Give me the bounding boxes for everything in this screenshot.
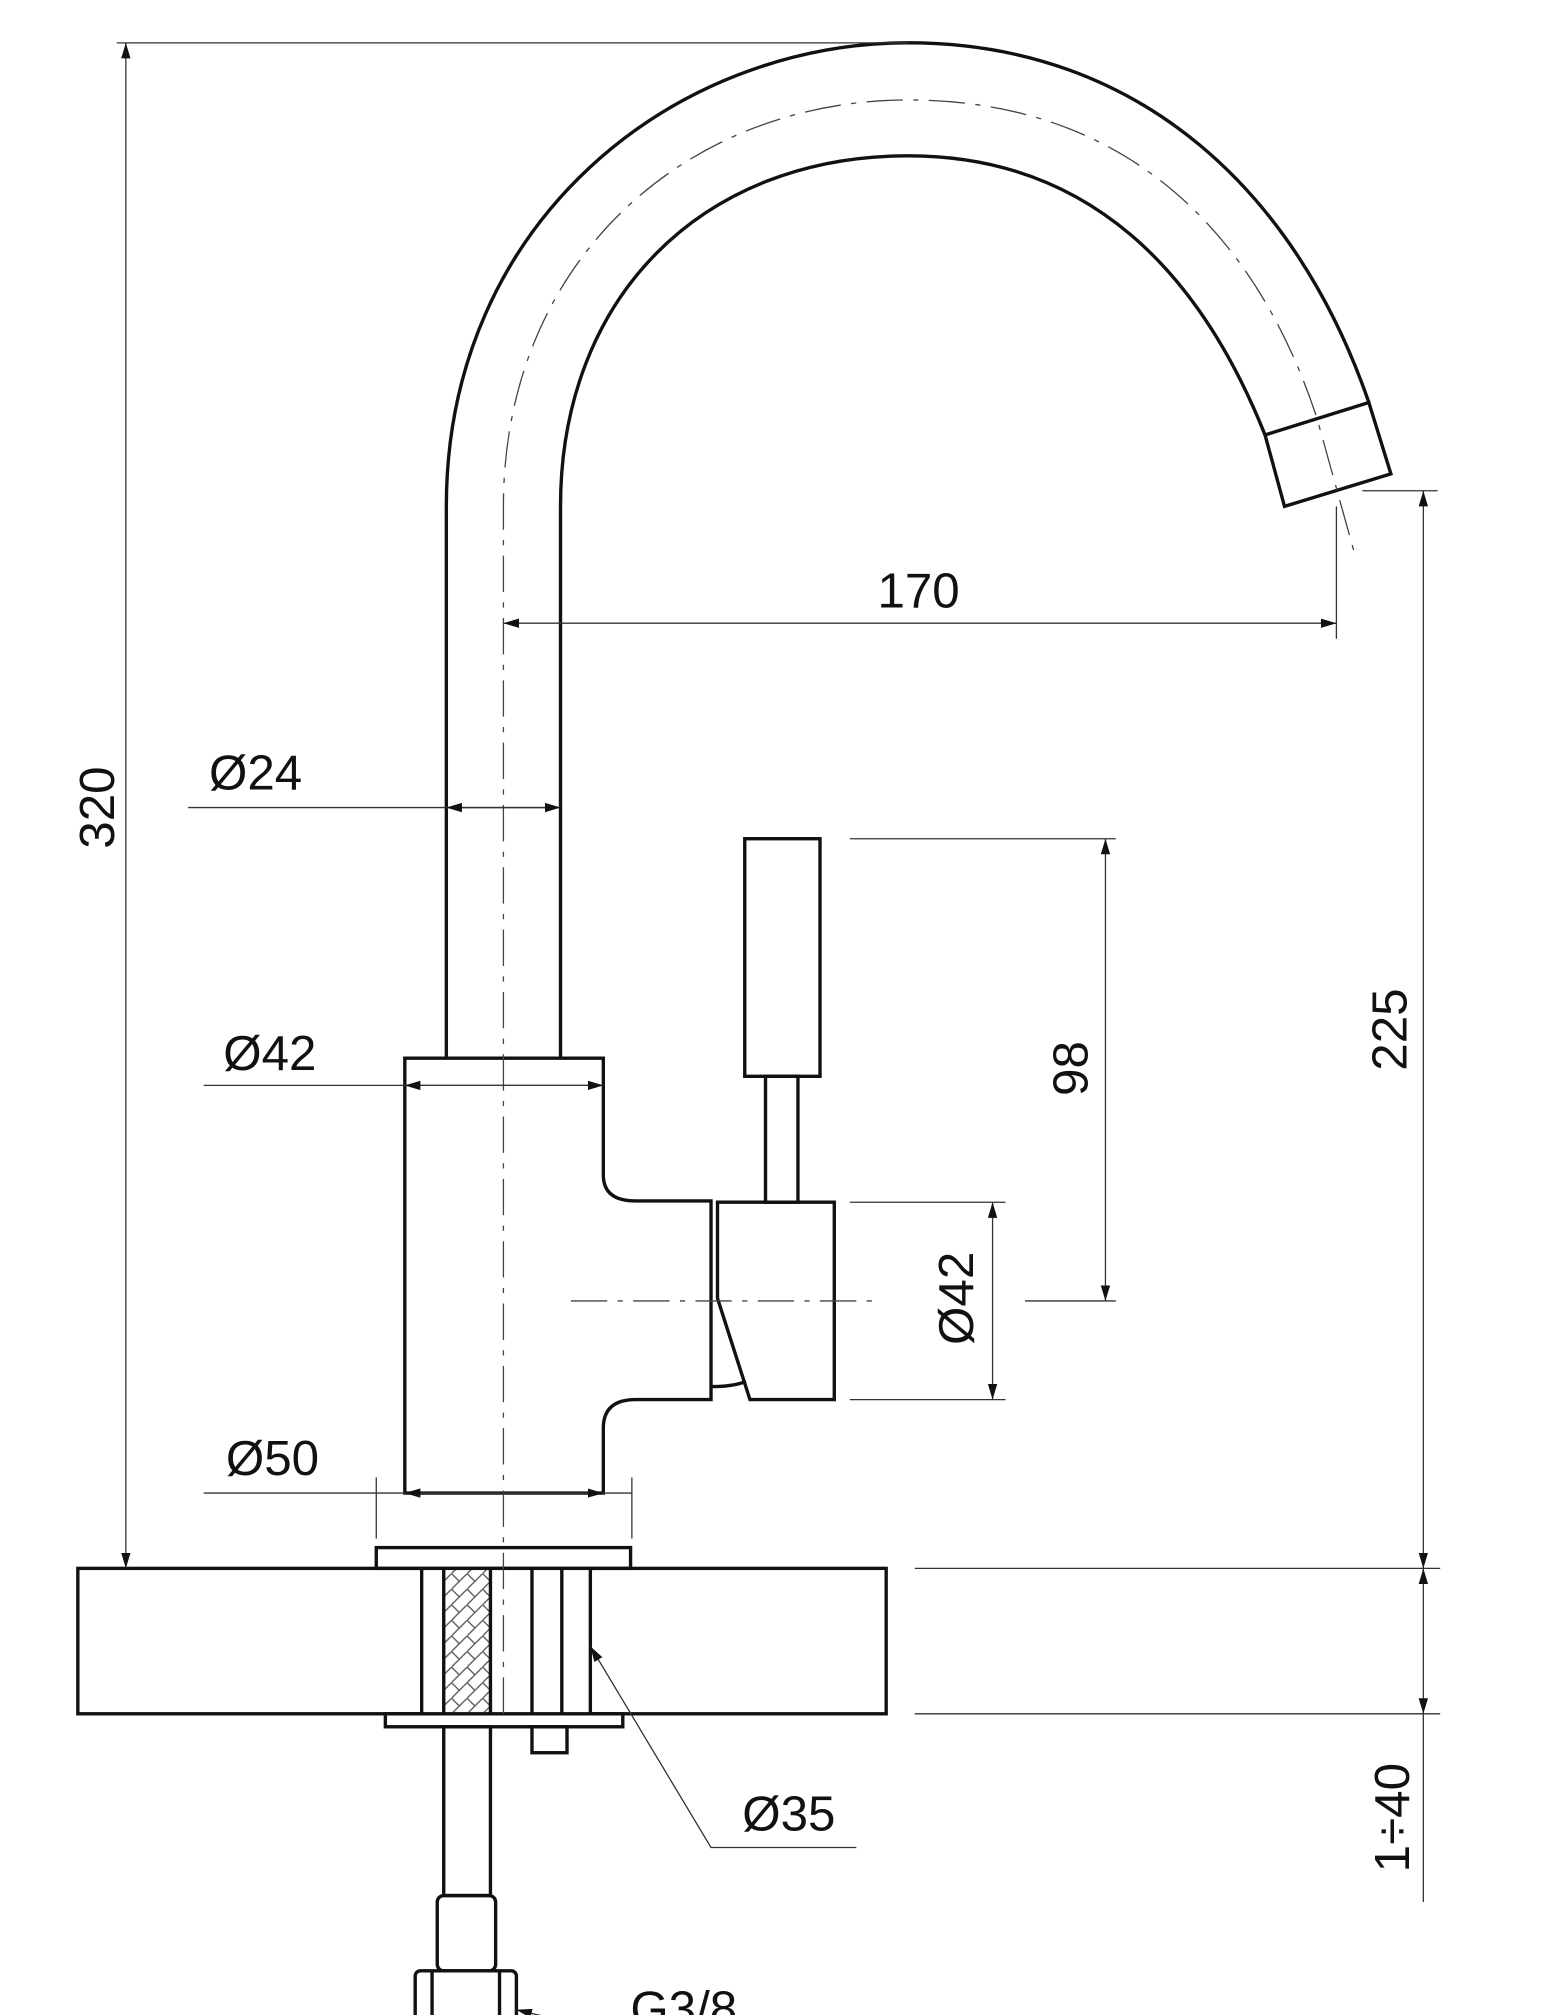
dimension-lines	[116, 42, 1441, 2015]
dim-total-height: 320	[70, 766, 125, 848]
dim-counter-thickness: 1÷40	[1365, 1763, 1420, 1872]
dim-base-diameter: Ø50	[226, 1431, 319, 1486]
dim-body-diameter: Ø42	[223, 1026, 316, 1081]
dim-spout-reach: 170	[877, 564, 959, 619]
dim-connection-thread: G3/8	[630, 1981, 737, 2015]
faucet-outline	[374, 41, 1394, 2015]
countertop	[76, 1566, 888, 1716]
dim-handle-height: 98	[1043, 1041, 1098, 1096]
dim-cartridge-diameter: Ø42	[929, 1252, 984, 1345]
centerlines	[502, 99, 1357, 1714]
dim-tube-diameter: Ø24	[209, 745, 302, 800]
dim-spout-height: 225	[1362, 988, 1417, 1070]
dim-mounting-hole: Ø35	[742, 1787, 835, 1842]
